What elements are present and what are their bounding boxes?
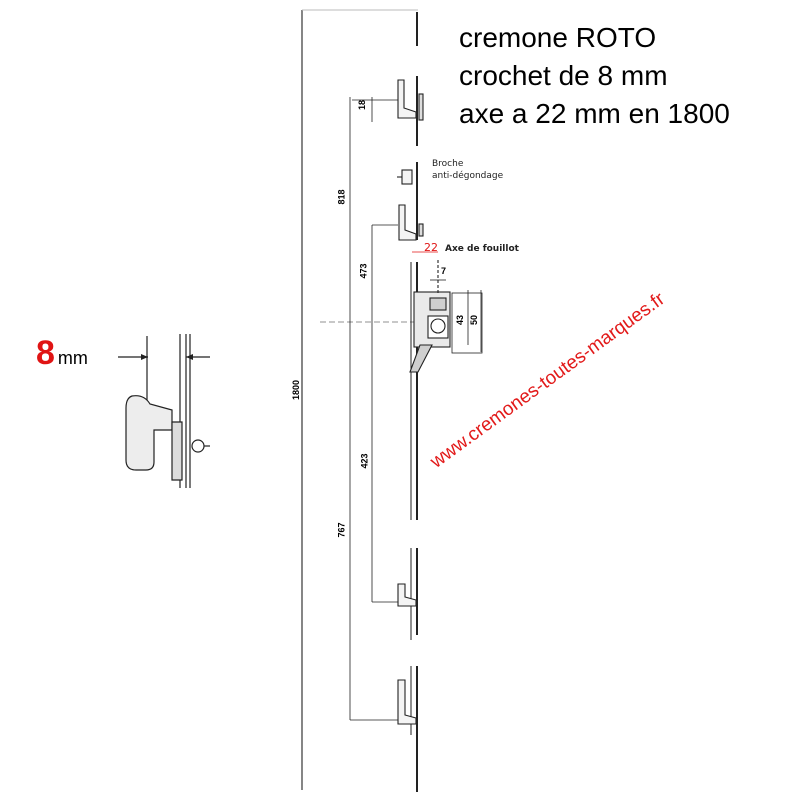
- gearbox: [320, 260, 483, 373]
- dim-50: 50: [469, 314, 480, 326]
- rail-hook-1: [397, 79, 417, 119]
- dim-473: 473: [358, 263, 369, 279]
- broche-pin: [401, 169, 413, 185]
- title-line-2: crochet de 8 mm: [459, 60, 668, 91]
- axe-value: 22: [424, 241, 438, 254]
- spindle-hole: [430, 318, 446, 334]
- dim-18: 18: [357, 99, 368, 111]
- title-line-3: axe a 22 mm en 1800: [459, 98, 730, 129]
- hook-body: [125, 395, 173, 471]
- hook-size-unit: mm: [57, 348, 88, 368]
- hook-base: [171, 421, 183, 481]
- dim-7: 7: [441, 266, 447, 276]
- hook-detail: [118, 334, 210, 488]
- dim-767: 767: [336, 522, 347, 538]
- dim-1800: 1800: [291, 379, 302, 401]
- rail-hooks: [397, 79, 424, 725]
- dimension-lines: [349, 97, 482, 721]
- hook-pin: [191, 439, 205, 453]
- dim-818: 818: [336, 189, 347, 205]
- axe-label: Axe de fouillot: [445, 244, 519, 254]
- broche-label-2: anti-dégondage: [432, 171, 504, 181]
- broche-label-1: Broche: [432, 159, 464, 169]
- rail-hook-3: [397, 583, 417, 607]
- hook-size-value: 8: [36, 334, 55, 372]
- title-line-1: cremone ROTO: [459, 22, 657, 53]
- rail-hook-4: [397, 679, 417, 725]
- cremone-rail: [301, 9, 418, 792]
- rail-hook-2: [398, 204, 417, 241]
- dim-423: 423: [359, 453, 370, 469]
- dim-43: 43: [455, 314, 466, 326]
